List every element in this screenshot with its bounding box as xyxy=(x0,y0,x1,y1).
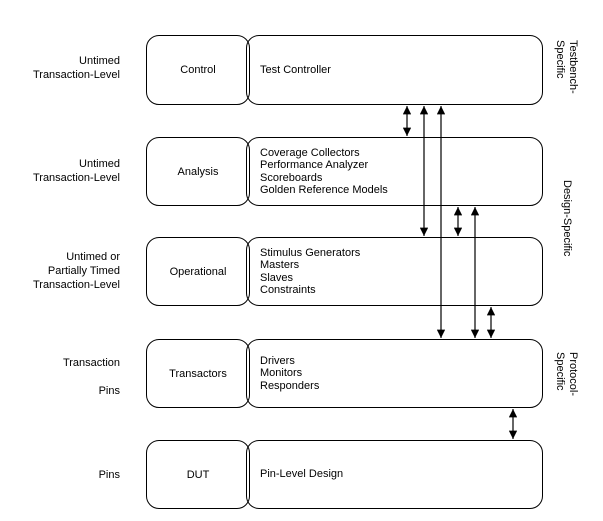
label-line: Protocol- xyxy=(567,352,579,397)
design-specific-label: Design-Specific xyxy=(560,180,573,256)
transactors-box: Transactors xyxy=(146,339,250,408)
label-line: Design-Specific xyxy=(561,180,573,257)
item-constraints: Constraints xyxy=(260,284,316,296)
analysis-box: Analysis xyxy=(146,137,250,206)
item-test-controller: Test Controller xyxy=(260,63,331,76)
operational-label: Operational xyxy=(169,265,227,278)
label-line: Transaction-Level xyxy=(32,279,120,291)
layer-control-abstraction-label: Untimed Transaction-Level xyxy=(33,54,120,82)
dut-contents-box: Pin-Level Design xyxy=(246,440,543,509)
operational-contents-box: Stimulus Generators Masters Slaves Const… xyxy=(246,237,543,306)
item-coverage-collectors: Coverage Collectors xyxy=(260,146,360,159)
item-masters: Masters xyxy=(260,259,300,271)
operational-box: Operational xyxy=(146,237,250,306)
layer-transactors-bottom-label: Pins xyxy=(98,385,120,397)
label-line: Untimed or xyxy=(66,251,120,263)
item-monitors: Monitors xyxy=(260,367,303,380)
item-stimulus-generators: Stimulus Generators xyxy=(260,246,361,259)
label-line: Untimed xyxy=(79,55,120,67)
layer-dut-abstraction-label: Pins xyxy=(99,468,120,482)
label-line: Specific xyxy=(554,352,566,391)
label-line: Partially Timed xyxy=(47,265,120,277)
control-label: Control xyxy=(180,64,216,76)
item-golden-reference-models: Golden Reference Models xyxy=(260,184,388,196)
label-line: Pins xyxy=(98,469,120,481)
item-responders: Responders xyxy=(260,379,320,392)
analysis-label: Analysis xyxy=(177,165,219,178)
transactors-label: Transactors xyxy=(169,367,227,380)
dut-box: DUT xyxy=(146,440,250,509)
item-drivers: Drivers xyxy=(260,354,295,367)
layer-analysis-abstraction-label: Untimed Transaction-Level xyxy=(33,157,120,185)
label-line: Transaction-Level xyxy=(32,172,120,184)
label-line: Untimed xyxy=(79,158,120,170)
layer-transactors-top-label: Transaction xyxy=(62,357,120,369)
label-line: Testbench- xyxy=(567,40,579,94)
label-line: Transaction-Level xyxy=(32,69,120,81)
transactors-contents-box: Drivers Monitors Responders xyxy=(246,339,543,408)
item-scoreboards: Scoreboards xyxy=(260,171,323,184)
dut-label: DUT xyxy=(186,468,210,481)
protocol-specific-label: Protocol- Specific xyxy=(553,352,579,396)
control-contents-box: Test Controller xyxy=(246,35,543,105)
item-pin-level-design: Pin-Level Design xyxy=(260,468,344,481)
item-slaves: Slaves xyxy=(260,271,294,284)
control-box: Control xyxy=(146,35,250,105)
label-line: Specific xyxy=(554,40,566,79)
layer-operational-abstraction-label: Untimed or Partially Timed Transaction-L… xyxy=(33,250,120,292)
analysis-contents-box: Coverage Collectors Performance Analyzer… xyxy=(246,137,543,206)
item-performance-analyzer: Performance Analyzer xyxy=(260,159,369,171)
testbench-specific-label: Testbench- Specific xyxy=(553,40,579,94)
